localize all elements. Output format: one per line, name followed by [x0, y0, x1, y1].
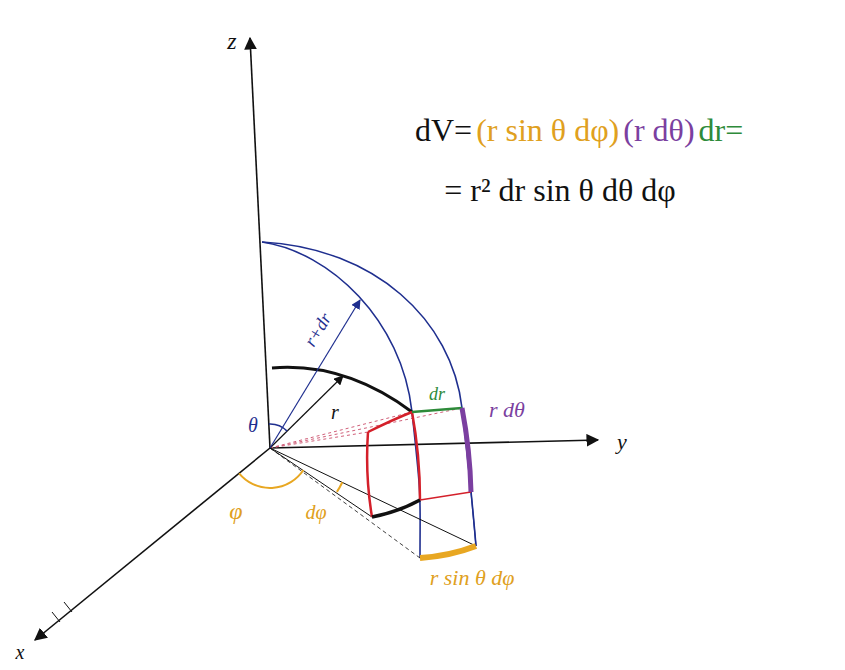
volume-element-edge: [412, 412, 420, 500]
axis-tick: [64, 602, 72, 612]
radius-label: r+dr: [299, 308, 337, 352]
axis-label: z: [225, 28, 238, 56]
dashed-ray: [270, 432, 368, 448]
x-axis: [35, 448, 270, 640]
axis-tick: [52, 612, 60, 622]
segment-label: r dθ: [487, 397, 527, 422]
axis-label: y: [615, 429, 629, 454]
r-sin-theta-dphi-arc: [420, 546, 476, 558]
outer-radius-arrow: [270, 300, 360, 448]
projection-line: [471, 492, 476, 546]
dashed-ray: [270, 448, 420, 558]
volume-element-edge: [420, 492, 471, 500]
formula-term: (r sin θ dφ): [476, 112, 619, 149]
dashed-ray: [270, 412, 412, 448]
y-axis: [270, 440, 598, 448]
formula-line: dV=(r sin θ dφ)(r dθ)dr=: [415, 112, 743, 149]
segment-label: r sin θ dφ: [428, 565, 517, 590]
r-dtheta-arc: [462, 408, 471, 492]
dashed-ray: [270, 408, 462, 448]
volume-element-edge: [368, 412, 412, 432]
volume-element-edge: [367, 432, 372, 517]
phi-angle-arc: [239, 470, 303, 488]
formula-term: dV=: [415, 112, 472, 149]
formula-result: = r² dr sin θ dθ dφ: [442, 172, 677, 209]
plane-ray: [270, 448, 476, 546]
dr-segment: [412, 408, 462, 412]
dphi-angle-arc: [337, 482, 342, 492]
inner-sphere-arc: [272, 367, 412, 412]
radius-label: r: [329, 401, 341, 424]
radius-arrow: [270, 376, 343, 448]
theta-angle-arc: [269, 424, 287, 431]
formula-term: (r dθ): [623, 112, 694, 149]
angle-label: φ: [227, 498, 244, 526]
inner-azimuth-arc: [372, 500, 420, 517]
formula-term: dr=: [699, 112, 744, 149]
inner-meridian: [262, 242, 420, 558]
angle-label: θ: [246, 414, 260, 437]
angle-label: dφ: [303, 501, 328, 524]
axis-label: x: [14, 641, 27, 664]
outer-meridian: [262, 242, 476, 546]
segment-label: dr: [427, 384, 447, 405]
